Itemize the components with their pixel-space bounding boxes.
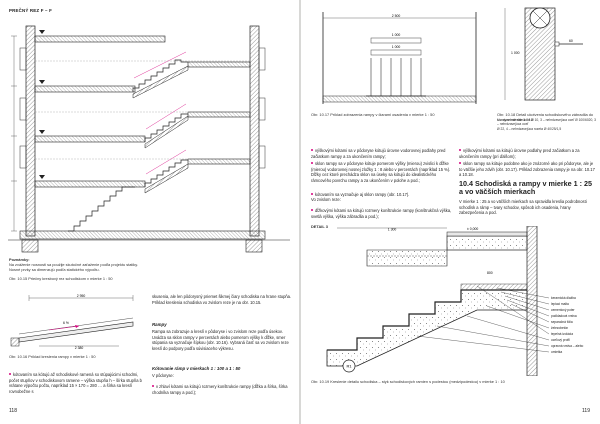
ramp-slope-label: 6 %: [63, 321, 69, 325]
callout-6: železobetón: [551, 326, 568, 330]
section-title: 10.4 Schodiská a rampy v mierke 1 : 25 a…: [459, 179, 593, 197]
detail-dim-1: 1 300: [388, 228, 397, 232]
left-bullet-1: kótovaním sa kótujú až schodiskové ramen…: [9, 372, 142, 394]
right-bullet-4: dĺžkovými kótami sa kótujú rozmery konšt…: [311, 208, 452, 219]
right-col2-bullet-1: výškovými kótami sa kótujú úrovne podlah…: [459, 148, 580, 159]
kotovanie-bullet-1: v zhlaví kótami sa kótujú rozmery konštr…: [152, 384, 288, 395]
callout-2: lepiaci malta: [551, 302, 569, 306]
railing-dim-2: 1 000: [392, 45, 401, 49]
ramp-caption: Obr. 10.16 Príklad kreslenia rampy v mie…: [9, 354, 96, 359]
callout-8: oceľový profil: [551, 338, 570, 342]
col2-intro: skusenia, ale len pôdorysný priemet šikm…: [152, 294, 292, 305]
railing-anchor-detail: 1 000 60: [504, 7, 583, 101]
page-number-right: 119: [582, 408, 590, 414]
ramp-inner-dim: 2 380: [75, 346, 84, 350]
railing-legend-1: 1 – stavebné zábradlie Ø 10, 3 – nehrdza…: [497, 118, 597, 127]
section-text: V mierke 1 : 25 a vo väčších mierkach sa…: [459, 199, 587, 216]
kotovanie-heading: Kótovanie rámp v mierkach 1 : 100 a 1 : …: [152, 366, 241, 371]
detail-dim-3: ± 0,000: [467, 227, 478, 231]
page-number-left: 118: [9, 408, 17, 414]
right-bullet-3: kótovaním sa vyznačuje aj sklon rampy (o…: [311, 192, 453, 198]
railing-dim-5: 60: [569, 39, 573, 43]
railing-caption: Obr. 10.18 Detail ukotvenia schodiskovéh…: [497, 112, 594, 123]
railing-dim-1: 1 000: [392, 33, 401, 37]
callout-4: podkladová vrstva: [551, 314, 577, 318]
callout-7: tepelná izolácia: [551, 332, 573, 336]
legend-line-2: Nosné prvky sa dimenzujú podľa statickéh…: [9, 267, 100, 272]
callout-9: opravná vrstva – alebo: [551, 344, 583, 348]
callout-1: keramická dlažba: [551, 296, 576, 300]
left-page: PREČNÝ REZ F – F: [0, 0, 299, 424]
ramp-drawing: 2 950 6 % 2 380: [10, 294, 134, 350]
page-gutter: [299, 0, 301, 424]
vo-reze-label: Vo zvislom reze:: [311, 197, 341, 202]
figure-caption: Obr. 10.15 Priečny kresbový rez schodisk…: [9, 276, 113, 281]
section-header: PREČNÝ REZ F – F: [9, 8, 52, 13]
stair-landing-detail-drawing: R1 1 300 800 ± 0,000 keramická dlažba le…: [326, 226, 583, 376]
rampy-text: Rampa sa zobrazuje a kreslí v pôdoryse i…: [152, 329, 289, 351]
ramp-section-drawing: 1 000 1 000 2 500: [322, 12, 477, 104]
detail-caption: Obr. 10.19 Kreslenie detailu schodiska –…: [311, 379, 505, 384]
right-bullet-2: sklon rampy sa v pôdoryse kótuje pomerom…: [311, 161, 451, 183]
ramp-section-caption: Obr. 10.17 Príklad zobrazenia rampy v či…: [311, 112, 435, 117]
ramp-top-dim: 2 950: [77, 294, 86, 298]
detail-marker: R1: [346, 364, 352, 369]
legend-title: Poznámky:: [9, 257, 30, 262]
callout-3: cementový poter: [551, 308, 576, 312]
railing-legend-2: Ø 22, 4 – nehrdzavejúca rozeta Ø 40/25/1…: [497, 127, 562, 131]
right-page: 1 000 1 000 2 500 Obr. 10.17 Príklad zob…: [301, 0, 600, 424]
legend-line-1: Na zváženie nosnosti sa použije skutočné…: [9, 262, 139, 267]
right-bullet-1: výškovými kótami sa v pôdoryse kótujú úr…: [311, 148, 446, 159]
kotovanie-text: V pôdoryse:: [152, 373, 174, 378]
staircase-section-drawing: [8, 25, 290, 253]
callout-5: separačná fólia: [551, 320, 573, 324]
railing-dim-4: 1 000: [511, 51, 520, 55]
railing-dim-3: 2 500: [392, 14, 401, 18]
detail-label: DETAIL 3: [311, 224, 328, 229]
rampy-heading: Rampy: [152, 322, 167, 327]
detail-dim-2: 800: [487, 271, 493, 275]
callout-10: omietka: [551, 350, 562, 354]
right-col2-bullet-2: sklon rampy sa kótuje podobne ako je zná…: [459, 161, 595, 178]
